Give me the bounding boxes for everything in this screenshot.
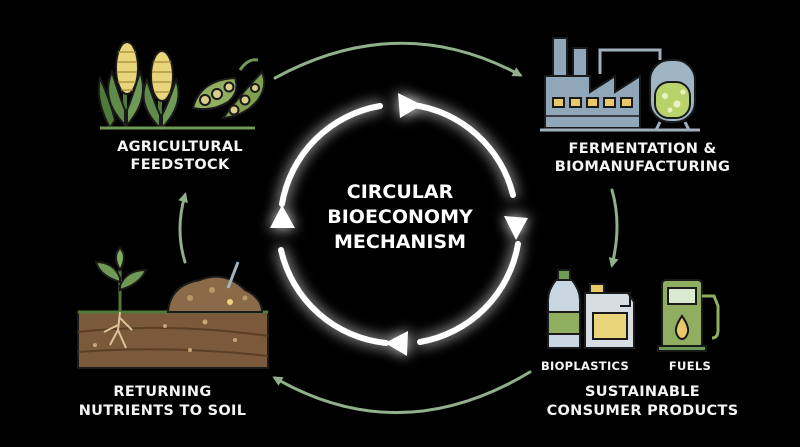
- consumer-line-2: CONSUMER PRODUCTS: [546, 403, 739, 419]
- arrowhead-bottom: [385, 331, 408, 356]
- factory-icon: [540, 37, 700, 132]
- sprout-icon: [94, 246, 148, 349]
- flow-arrow-to-fermentation: [273, 41, 523, 80]
- center-title-line-2: BIOECONOMY: [327, 206, 473, 228]
- cycle-arc-top-left: [279, 103, 383, 207]
- corn-icon: [97, 41, 255, 131]
- cycle-arc-bottom-left: [278, 247, 389, 346]
- cycle-arrowheads: [270, 93, 528, 356]
- cycle-arc-bottom-right: [417, 241, 521, 345]
- fermentation-tank-icon: [649, 59, 696, 131]
- stage-label-feedstock: AGRICULTURAL FEEDSTOCK: [100, 138, 260, 174]
- sub-label-fuels: FUELS: [668, 359, 712, 373]
- fuel-pump-icon: [657, 279, 720, 352]
- soil-line-1: RETURNING: [113, 384, 212, 400]
- stage-label-fermentation: FERMENTATION & BIOMANUFACTURING: [535, 140, 750, 176]
- center-title-line-3: MECHANISM: [334, 231, 466, 253]
- compost-pile-icon: [166, 261, 264, 313]
- soil-line-2: NUTRIENTS TO SOIL: [78, 403, 247, 419]
- fermentation-line-2: BIOMANUFACTURING: [554, 159, 731, 175]
- central-cycle-ring: [278, 102, 521, 346]
- water-bottle-icon: [547, 269, 581, 349]
- soil-layer-icon: [77, 310, 269, 369]
- flow-arrow-to-consumer: [608, 188, 619, 268]
- center-title-line-1: CIRCULAR: [346, 181, 454, 203]
- flow-arrow-to-feedstock: [178, 192, 188, 264]
- consumer-line-1: SUSTAINABLE: [585, 384, 700, 400]
- sub-label-bioplastics: BIOPLASTICS: [540, 359, 630, 373]
- feedstock-line-1: AGRICULTURAL: [117, 139, 243, 155]
- jerrycan-icon: [584, 283, 635, 349]
- soybean-pod-icon: [191, 58, 266, 120]
- arrowhead-right: [504, 216, 528, 240]
- flow-arrow-to-soil: [272, 370, 532, 415]
- feedstock-line-2: FEEDSTOCK: [130, 157, 230, 173]
- stage-label-soil: RETURNING NUTRIENTS TO SOIL: [55, 383, 270, 421]
- arrowhead-top: [398, 93, 422, 118]
- flow-arrows: [178, 41, 619, 415]
- center-title: CIRCULAR BIOECONOMY MECHANISM: [310, 180, 490, 255]
- fermentation-line-1: FERMENTATION &: [568, 141, 717, 157]
- arrowhead-left: [270, 205, 295, 228]
- cycle-arc-top-right: [410, 102, 516, 198]
- stage-label-consumer: SUSTAINABLE CONSUMER PRODUCTS: [525, 383, 760, 421]
